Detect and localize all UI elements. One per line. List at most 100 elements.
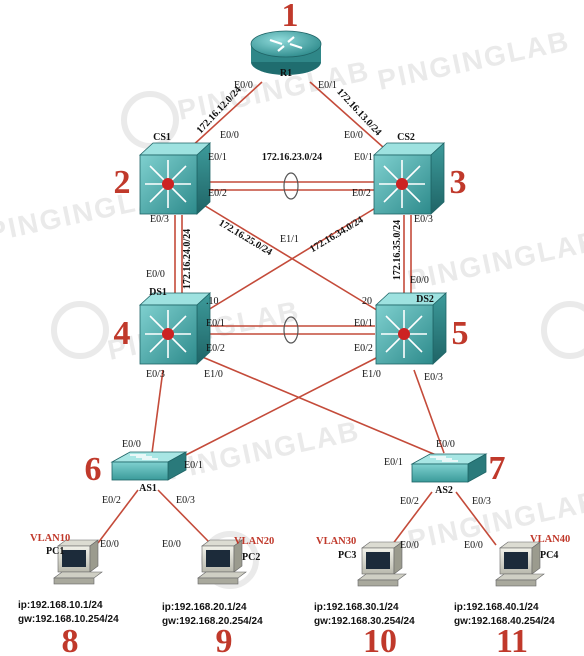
switch-arrows-icon	[130, 454, 158, 460]
link-ds2-as2	[413, 369, 445, 454]
link-as1-pc1	[97, 489, 139, 544]
link-r1-cs2	[309, 81, 385, 149]
device-label-as2: AS2	[435, 485, 453, 496]
port-label: E0/0	[146, 269, 165, 280]
port-label: E0/1	[354, 152, 373, 163]
port-label: E1/1	[280, 234, 299, 245]
network-label-cs2-ds1: 172.16.34.0/24	[308, 215, 365, 255]
multilayer-switch-icon	[379, 160, 425, 208]
network-label-cs1-cs2: 172.16.23.0/24	[262, 152, 322, 163]
link-as2-pc4	[455, 491, 497, 546]
switch-as1[interactable]: AS1	[110, 451, 188, 494]
port-label: 20	[362, 296, 372, 307]
multilayer-switch-icon	[145, 310, 191, 358]
link-cs2-ds1	[202, 203, 383, 314]
pc-label: PC1	[46, 546, 64, 557]
device-number-cs2: 3	[450, 164, 467, 201]
link-as2-pc3	[391, 491, 433, 546]
device-label-ds2: DS2	[416, 294, 434, 305]
etherchannel-cs1-cs2-icon	[283, 172, 299, 200]
device-label-cs2: CS2	[397, 132, 415, 143]
port-label: E0/0	[234, 80, 253, 91]
link-as1-pc2	[157, 489, 211, 544]
device-number-pc1: 8	[62, 623, 79, 656]
port-label: E0/0	[220, 130, 239, 141]
port-label: E0/2	[206, 343, 225, 354]
port-label: E0/0	[122, 439, 141, 450]
port-label: .10	[206, 296, 219, 307]
multilayer-switch-icon	[381, 310, 427, 358]
pc4-ip: ip:192.168.40.1/24	[454, 602, 539, 613]
switch-ds2[interactable]: DS2	[374, 292, 448, 365]
pc2-ip: ip:192.168.20.1/24	[162, 602, 247, 613]
port-label: E0/2	[208, 188, 227, 199]
watermark-text: PINGINGLAB	[405, 225, 584, 296]
switch-as2[interactable]: AS2	[410, 453, 488, 496]
device-number-r1: 1	[282, 0, 299, 34]
network-label-cs1-ds1: 172.16.24.0/24	[182, 229, 193, 289]
device-number-pc4: 11	[496, 623, 528, 656]
port-label: E0/1	[206, 318, 225, 329]
link-ds1-as2	[199, 355, 437, 456]
pc-2[interactable]: PC2	[197, 539, 260, 585]
switch-arrows-icon	[430, 456, 458, 462]
pc-label: PC4	[540, 550, 558, 561]
port-label: E0/2	[354, 343, 373, 354]
port-label: E0/3	[424, 372, 443, 383]
port-label: E0/0	[162, 539, 181, 550]
port-label: E1/0	[362, 369, 381, 380]
links	[97, 81, 497, 546]
watermark-text: PINGINGLAB	[405, 485, 584, 556]
port-label: E0/0	[344, 130, 363, 141]
port-label: E0/1	[184, 460, 203, 471]
port-label: E0/3	[150, 214, 169, 225]
device-number-pc3: 10	[363, 623, 397, 656]
switch-cs2[interactable]: CS2	[372, 132, 446, 215]
port-label: E0/0	[400, 540, 419, 551]
port-label: E0/1	[318, 80, 337, 91]
switch-cs1[interactable]: CS1	[138, 132, 212, 215]
pc-label: PC3	[338, 550, 356, 561]
port-label: E0/0	[410, 275, 429, 286]
multilayer-switch-icon	[145, 160, 191, 208]
network-label-cs2-ds2: 172.16.35.0/24	[392, 220, 403, 280]
port-label: E0/3	[176, 495, 195, 506]
link-ds1-as1	[151, 369, 164, 454]
port-label: E0/1	[354, 318, 373, 329]
pc-4[interactable]: PC4	[495, 541, 558, 587]
watermark-text: PINGINGLAB	[375, 25, 573, 96]
port-label: E0/3	[472, 496, 491, 507]
device-label-r1: R1	[280, 68, 292, 79]
port-label: E0/1	[208, 152, 227, 163]
vlan-label-pc2: VLAN20	[234, 536, 274, 547]
port-label: E0/0	[100, 539, 119, 550]
pc2-gateway: gw:192.168.20.254/24	[162, 616, 263, 627]
device-number-ds1: 4	[114, 315, 131, 352]
port-label: E1/0	[204, 369, 223, 380]
router-r1[interactable]: R1	[250, 30, 322, 79]
port-label: E0/3	[414, 214, 433, 225]
pc-3[interactable]: PC3	[338, 541, 407, 587]
pc4-gateway: gw:192.168.40.254/24	[454, 616, 555, 627]
watermark-layer: PINGINGLAB PINGINGLAB PINGINGLAB PINGING…	[0, 25, 584, 589]
network-label-cs1-ds2: 172.16.25.0/24	[217, 218, 274, 258]
pc3-gateway: gw:192.168.30.254/24	[314, 616, 415, 627]
device-number-ds2: 5	[452, 315, 469, 352]
device-number-pc2: 9	[216, 623, 233, 656]
device-label-cs1: CS1	[153, 132, 171, 143]
device-number-as2: 7	[489, 450, 506, 487]
device-label-as1: AS1	[139, 483, 157, 494]
pc-1[interactable]: PC1	[46, 539, 103, 585]
port-label: E0/2	[400, 496, 419, 507]
port-label: E0/0	[464, 540, 483, 551]
port-label: E0/1	[384, 457, 403, 468]
switch-ds1[interactable]: DS1	[138, 287, 212, 365]
vlan-label-pc3: VLAN30	[316, 536, 356, 547]
link-r1-cs1	[189, 81, 263, 149]
vlan-label-pc1: VLAN10	[30, 533, 70, 544]
pc-label: PC2	[242, 552, 260, 563]
port-label: E0/2	[352, 188, 371, 199]
pc1-ip: ip:192.168.10.1/24	[18, 600, 103, 611]
device-number-cs1: 2	[114, 164, 131, 201]
